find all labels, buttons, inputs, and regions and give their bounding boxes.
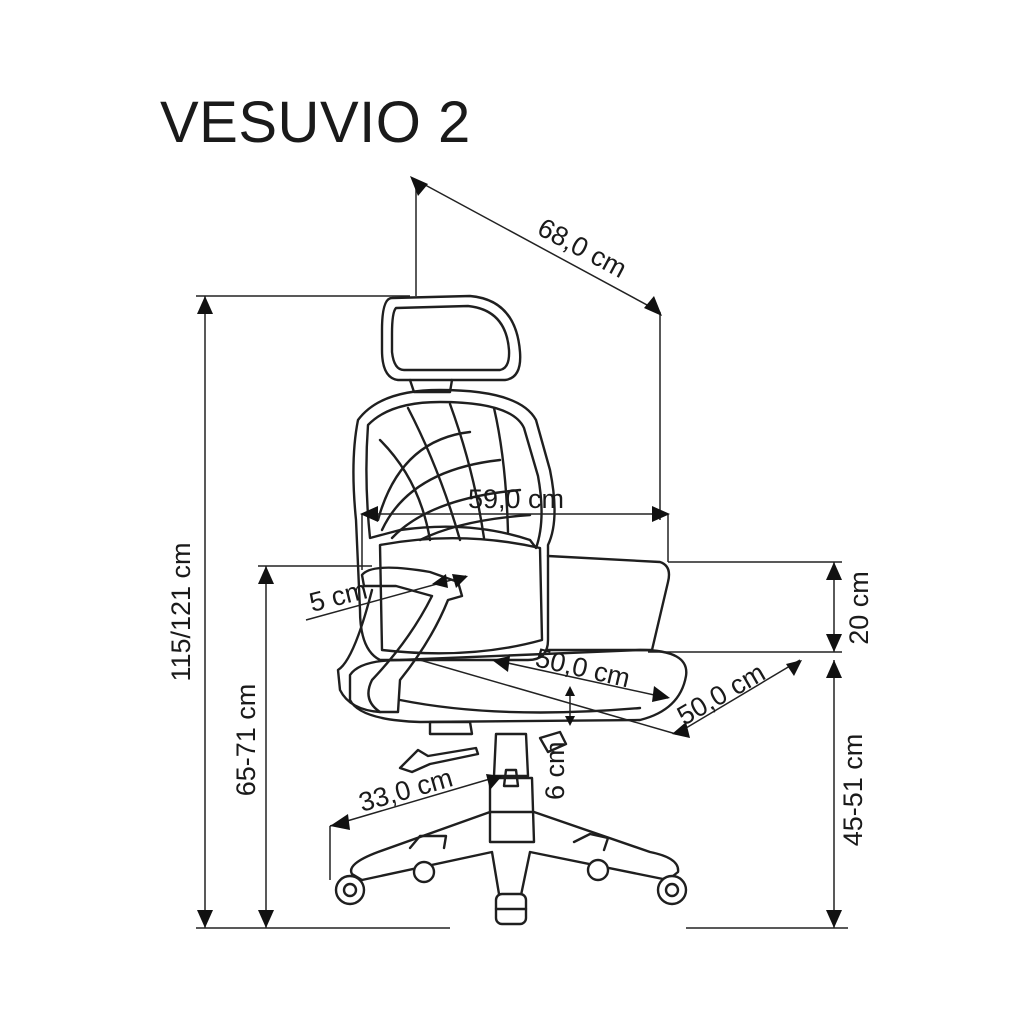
height-lever <box>538 730 568 754</box>
seat <box>348 648 688 724</box>
headrest-stem <box>408 378 454 394</box>
dim-armrest-adjust: 5 cm <box>305 574 468 621</box>
backrest-inner <box>365 400 543 550</box>
armrest <box>360 566 464 714</box>
caster-back <box>412 858 610 884</box>
gas-lift-lower <box>488 776 536 844</box>
dim-width-total: 59,0 cm <box>360 484 670 570</box>
armrest-support <box>336 588 382 714</box>
lumbar-support <box>378 536 544 655</box>
backrest-rib <box>492 406 510 534</box>
armrest-height-label: 65-71 cm <box>231 684 261 797</box>
gas-lift <box>492 732 530 778</box>
base-leg-back <box>408 834 448 850</box>
width-total-label: 59,0 cm <box>468 484 564 514</box>
seat-mechanism <box>428 720 474 736</box>
backrest-rib <box>378 438 432 542</box>
dim-back-height: 20 cm <box>648 561 874 653</box>
backrest-rib <box>406 406 462 542</box>
dim-seat-depth: 50,0 cm <box>492 643 670 702</box>
headrest <box>380 294 522 382</box>
backrest-rib <box>448 402 486 540</box>
seat-edge <box>398 698 642 714</box>
caster-left <box>334 874 366 906</box>
backrest-rib <box>376 430 472 522</box>
dim-height-total: 115/121 cm <box>166 295 410 928</box>
caster-front <box>494 892 528 926</box>
dim-seat-adjust: 6 cm <box>540 686 575 800</box>
chair-illustration <box>334 294 688 926</box>
backrest-rib <box>380 458 502 532</box>
back-side-panel <box>546 554 671 652</box>
caster-right <box>656 874 688 906</box>
back-height-label: 20 cm <box>844 571 874 645</box>
dim-seat-height: 45-51 cm <box>826 660 868 928</box>
height-total-label: 115/121 cm <box>166 542 196 681</box>
seat-adjust-label: 6 cm <box>540 741 570 800</box>
chair-base <box>349 810 680 902</box>
product-title: VESUVIO 2 <box>160 90 471 155</box>
gas-lift-cap <box>502 768 520 788</box>
seat-height-label: 45-51 cm <box>838 734 868 847</box>
backrest <box>352 388 556 662</box>
depth-total-label: 68,0 cm <box>533 212 632 284</box>
tilt-lever <box>398 746 480 774</box>
headrest-inner <box>390 304 511 372</box>
backrest-rib <box>390 488 522 540</box>
dim-armrest-height: 65-71 cm <box>231 565 372 928</box>
base-leg-back <box>572 832 610 852</box>
